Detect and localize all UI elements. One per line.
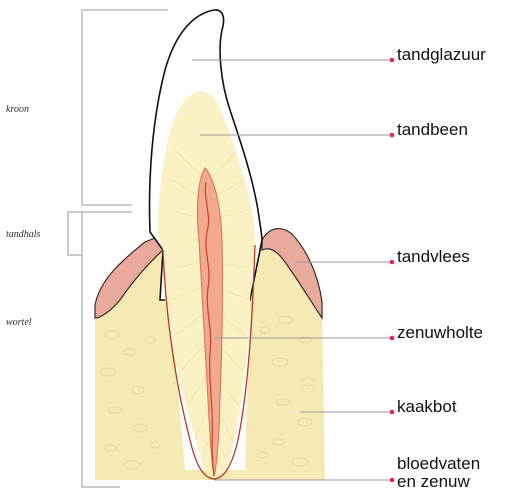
label-kaakbot: kaakbot bbox=[397, 398, 457, 415]
bullet-tandvlees bbox=[390, 260, 395, 265]
label-bloedvaten-line2: en zenuw bbox=[397, 473, 480, 491]
label-zenuwholte: zenuwholte bbox=[397, 324, 483, 341]
bullets bbox=[390, 58, 395, 483]
label-tandvlees: tandvlees bbox=[397, 248, 470, 265]
tandhals-bracket bbox=[68, 212, 132, 255]
bullet-tandglazuur bbox=[390, 58, 395, 63]
bullet-tandbeen bbox=[390, 133, 395, 138]
label-tandglazuur: tandglazuur bbox=[397, 46, 486, 63]
label-tandhals: tandhals bbox=[6, 229, 40, 240]
label-tandbeen: tandbeen bbox=[397, 121, 468, 138]
bullet-bloedvaten bbox=[390, 478, 395, 483]
label-bloedvaten: bloedvaten en zenuw bbox=[397, 455, 480, 491]
label-bloedvaten-line1: bloedvaten bbox=[397, 455, 480, 473]
bullet-kaakbot bbox=[390, 410, 395, 415]
label-wortel: wortel bbox=[6, 317, 32, 328]
bullet-zenuwholte bbox=[390, 336, 395, 341]
label-kroon: kroon bbox=[6, 104, 29, 115]
